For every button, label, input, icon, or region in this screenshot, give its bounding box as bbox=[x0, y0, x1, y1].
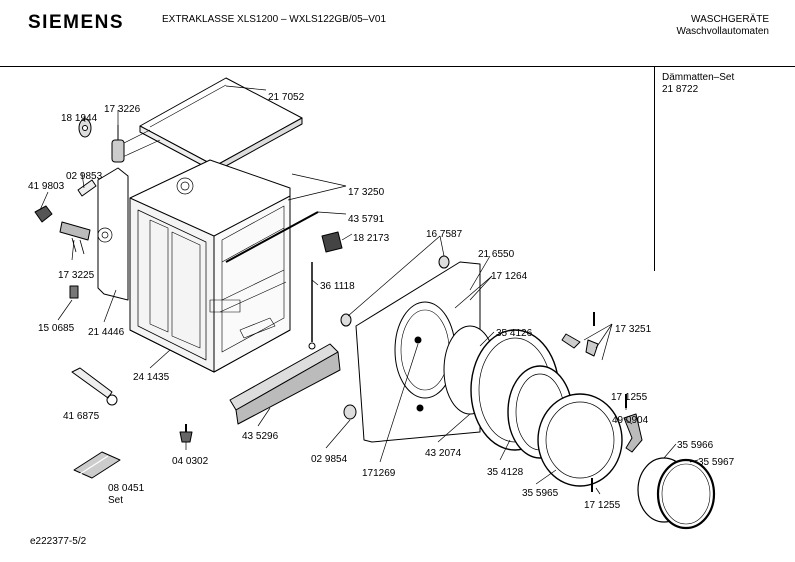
part-number-label: 43 2074 bbox=[425, 448, 462, 459]
part-number-label: 17 3225 bbox=[58, 270, 95, 281]
part-number-label: 16 7587 bbox=[426, 229, 463, 240]
foot-bolt-drawing[interactable] bbox=[59, 221, 91, 255]
part-number-label: 43 5296 bbox=[242, 431, 279, 442]
part-number-label: 17 1255 bbox=[611, 392, 648, 403]
part-number-label: 17 3250 bbox=[348, 187, 385, 198]
part-number-label: 02 9854 bbox=[311, 454, 348, 465]
rod-drawing[interactable] bbox=[308, 262, 316, 350]
part-number-label: 35 4126 bbox=[496, 328, 533, 339]
part-number-label: 08 0451 bbox=[108, 483, 145, 494]
door-handle-drawing[interactable] bbox=[623, 413, 643, 453]
clip-drawing[interactable] bbox=[77, 179, 97, 197]
small-bracket-drawing[interactable] bbox=[69, 285, 79, 299]
part-number-label: 35 5965 bbox=[522, 488, 559, 499]
part-number-label: 35 4128 bbox=[487, 467, 524, 478]
part-number-label: 41 6875 bbox=[63, 411, 100, 422]
transport-bracket-set-drawing[interactable] bbox=[73, 451, 121, 479]
header-divider bbox=[0, 66, 795, 67]
door-ring-gasket-drawing[interactable] bbox=[637, 457, 716, 530]
part-number-label: 35 5966 bbox=[677, 440, 714, 451]
note-divider bbox=[654, 66, 655, 271]
part-number-label: 21 7052 bbox=[268, 92, 305, 103]
hinge-bracket-drawing[interactable] bbox=[78, 118, 92, 138]
part-number-label: 21 6550 bbox=[478, 249, 515, 260]
part-number-label: 17 3251 bbox=[615, 324, 652, 335]
part-number-label: Set bbox=[108, 495, 123, 506]
note-title: Dämmatten–Set bbox=[662, 72, 735, 83]
pressure-switch-drawing[interactable] bbox=[34, 205, 53, 223]
part-number-label: 24 1435 bbox=[133, 372, 170, 383]
subcategory-label: Waschvollautomaten bbox=[676, 26, 769, 37]
bar-support-drawing[interactable] bbox=[225, 211, 319, 263]
part-number-label: 41 9803 bbox=[28, 181, 65, 192]
part-number-label: 43 5791 bbox=[348, 214, 385, 225]
part-number-label: 17 1264 bbox=[491, 271, 528, 282]
door-lock-drawing[interactable] bbox=[321, 231, 343, 253]
part-number-label: 15 0685 bbox=[38, 323, 75, 334]
category-label: WASCHGERÄTE bbox=[691, 14, 769, 25]
spanner-drawing[interactable] bbox=[71, 367, 118, 406]
part-number-label: 21 4446 bbox=[88, 327, 125, 338]
cabinet-housing-drawing[interactable] bbox=[129, 159, 291, 373]
part-number-label: 49 0904 bbox=[612, 415, 649, 426]
part-number-label: 171269 bbox=[362, 468, 396, 479]
part-number-label: 02 9853 bbox=[66, 171, 103, 182]
part-number-label: 18 1944 bbox=[61, 113, 98, 124]
adjustable-foot-drawing[interactable] bbox=[179, 424, 193, 443]
brand-logo: SIEMENS bbox=[28, 12, 125, 33]
leader-lines bbox=[39, 85, 699, 495]
note-part-number: 21 8722 bbox=[662, 84, 699, 95]
part-number-label: 18 2173 bbox=[353, 233, 390, 244]
part-number-label: 17 3226 bbox=[104, 104, 141, 115]
part-number-label: 17 1255 bbox=[584, 500, 621, 511]
part-number-label: 36 1118 bbox=[320, 281, 355, 292]
part-number-label: 35 5967 bbox=[698, 457, 735, 468]
part-number-label: 04 0302 bbox=[172, 456, 209, 467]
model-title: EXTRAKLASSE XLS1200 – WXLS122GB/05–V01 bbox=[162, 14, 387, 25]
button-knob-drawing[interactable] bbox=[343, 404, 357, 420]
control-panel-strip-drawing[interactable] bbox=[229, 343, 341, 425]
door-frame-inner-drawing[interactable] bbox=[537, 393, 623, 487]
document-code: e222377-5/2 bbox=[30, 536, 87, 547]
